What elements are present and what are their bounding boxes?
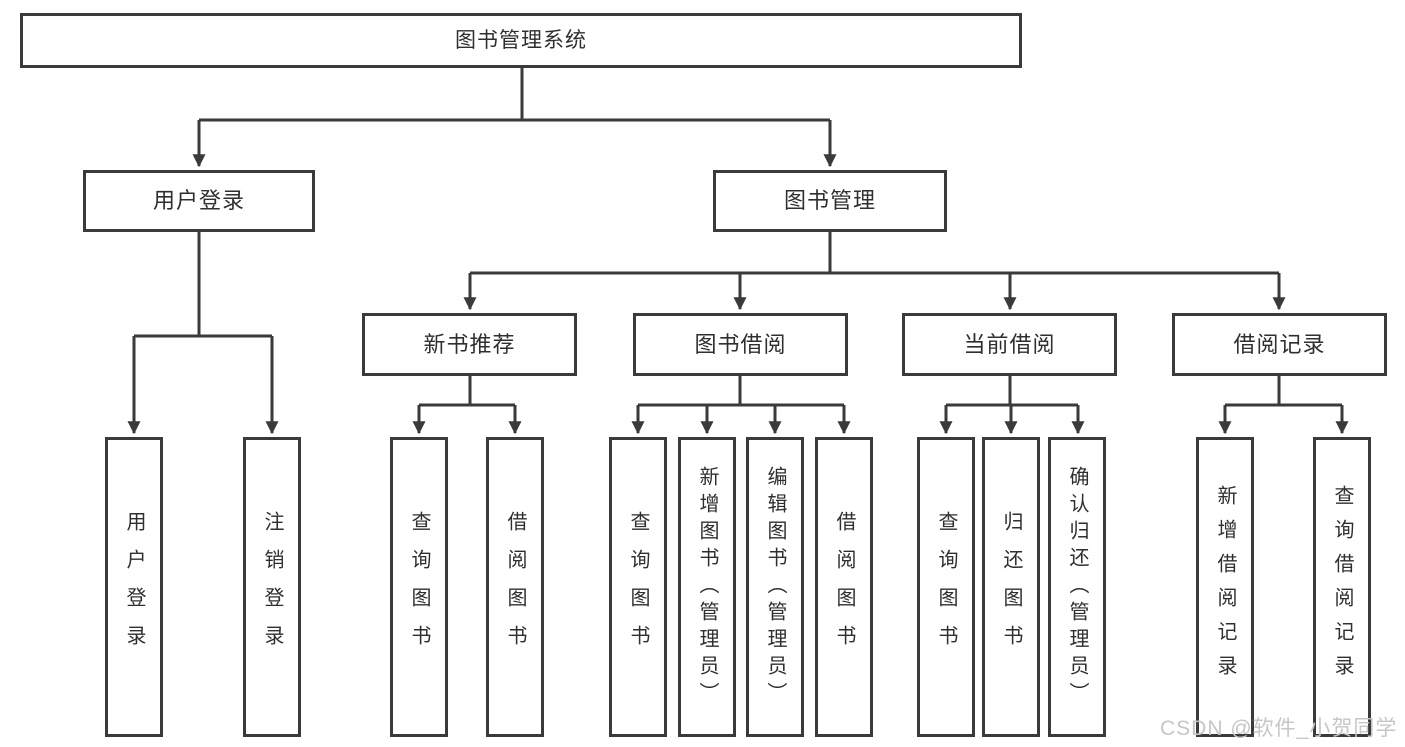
leaf-edit-book-admin: 编辑图书（管理员） — [746, 437, 804, 737]
node-borrow-records: 借阅记录 — [1172, 313, 1387, 376]
leaf-add-borrow-record: 新增借阅记录 — [1196, 437, 1254, 737]
csdn-watermark: CSDN @软件_小贺同学 — [1160, 717, 1398, 740]
node-current-borrow: 当前借阅 — [902, 313, 1117, 376]
leaf-borrow-book: 借阅图书 — [815, 437, 873, 737]
node-new-book-recommend: 新书推荐 — [362, 313, 577, 376]
leaf-query-books-current: 查询图书 — [917, 437, 975, 737]
leaf-logout: 注销登录 — [243, 437, 301, 737]
node-book-management: 图书管理 — [713, 170, 947, 232]
leaf-query-books-recommend: 查询图书 — [390, 437, 448, 737]
leaf-query-books-borrow: 查询图书 — [609, 437, 667, 737]
tree-connectors — [127, 68, 1349, 435]
leaf-borrow-books-recommend: 借阅图书 — [486, 437, 544, 737]
leaf-user-login: 用户登录 — [105, 437, 163, 737]
leaf-confirm-return-admin: 确认归还（管理员） — [1048, 437, 1106, 737]
leaf-query-borrow-record: 查询借阅记录 — [1313, 437, 1371, 737]
leaf-add-book-admin: 新增图书（管理员） — [678, 437, 736, 737]
node-book-borrow: 图书借阅 — [633, 313, 848, 376]
leaf-return-book: 归还图书 — [982, 437, 1040, 737]
node-library-system: 图书管理系统 — [20, 13, 1022, 68]
node-user-login: 用户登录 — [83, 170, 315, 232]
